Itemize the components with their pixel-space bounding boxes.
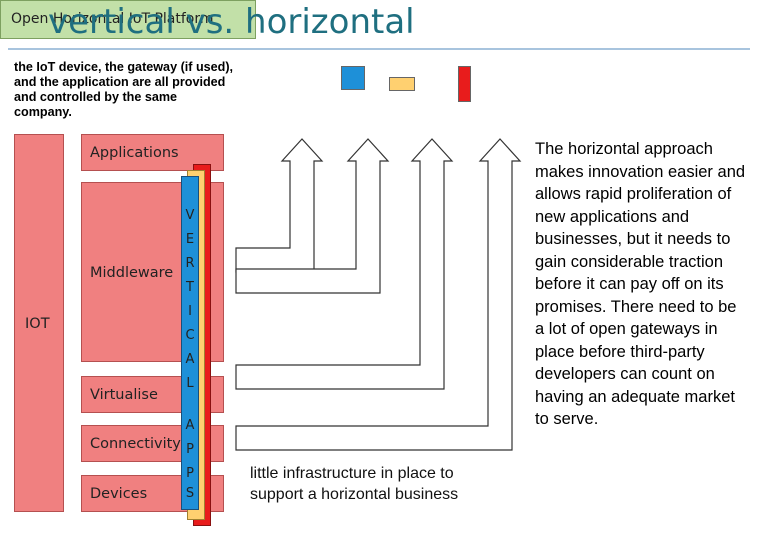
vertical-apps-letter: L [186, 376, 194, 391]
vertical-apps-letter: S [185, 486, 195, 501]
description-rest: (if used), and the application are all p… [14, 60, 234, 119]
page-title: vertical vs. horizontal [48, 2, 415, 42]
vertical-apps-letter: I [188, 304, 192, 319]
vertical-apps-letter: P [186, 442, 194, 457]
vertical-apps-letter: T [186, 280, 194, 295]
vertical-apps-letter: C [185, 328, 195, 343]
arrow-middleware-lower [235, 138, 390, 294]
layer-middleware-label: Middleware [90, 265, 174, 281]
arrow-connectivity [235, 138, 522, 451]
description-bold: the IoT device, the gateway [14, 60, 178, 74]
layer-virtualise-label: Virtualise [90, 387, 158, 403]
vertical-apps-letter: R [185, 256, 195, 271]
platform-app-blue [341, 66, 365, 90]
infrastructure-note: little infrastructure in place to suppor… [250, 465, 459, 503]
layer-connectivity-label: Connectivity [90, 436, 181, 452]
iot-label: IOT [25, 316, 50, 332]
arrow-middleware [235, 138, 324, 273]
vertical-description: the IoT device, the gateway (if used), a… [14, 60, 234, 120]
vertical-apps-letter: V [185, 208, 195, 223]
vertical-apps-letter: E [185, 232, 195, 247]
iot-block: IOT [14, 134, 64, 512]
platform-app-yellow [389, 77, 415, 91]
platform-app-red [458, 66, 471, 102]
horizontal-description: The horizontal approach makes innovation… [535, 140, 746, 428]
vertical-apps-letter: A [185, 418, 195, 433]
horizontal-platform: Open Horizontal IoT Platform [0, 0, 256, 39]
vertical-apps-letter: P [186, 466, 194, 481]
title-divider [8, 48, 750, 50]
arrow-virtualise [235, 138, 454, 390]
vertical-apps-letter: A [185, 352, 195, 367]
vertical-apps-bar [181, 176, 199, 510]
layer-applications-label: Applications [90, 145, 179, 161]
layer-devices-label: Devices [90, 486, 148, 502]
